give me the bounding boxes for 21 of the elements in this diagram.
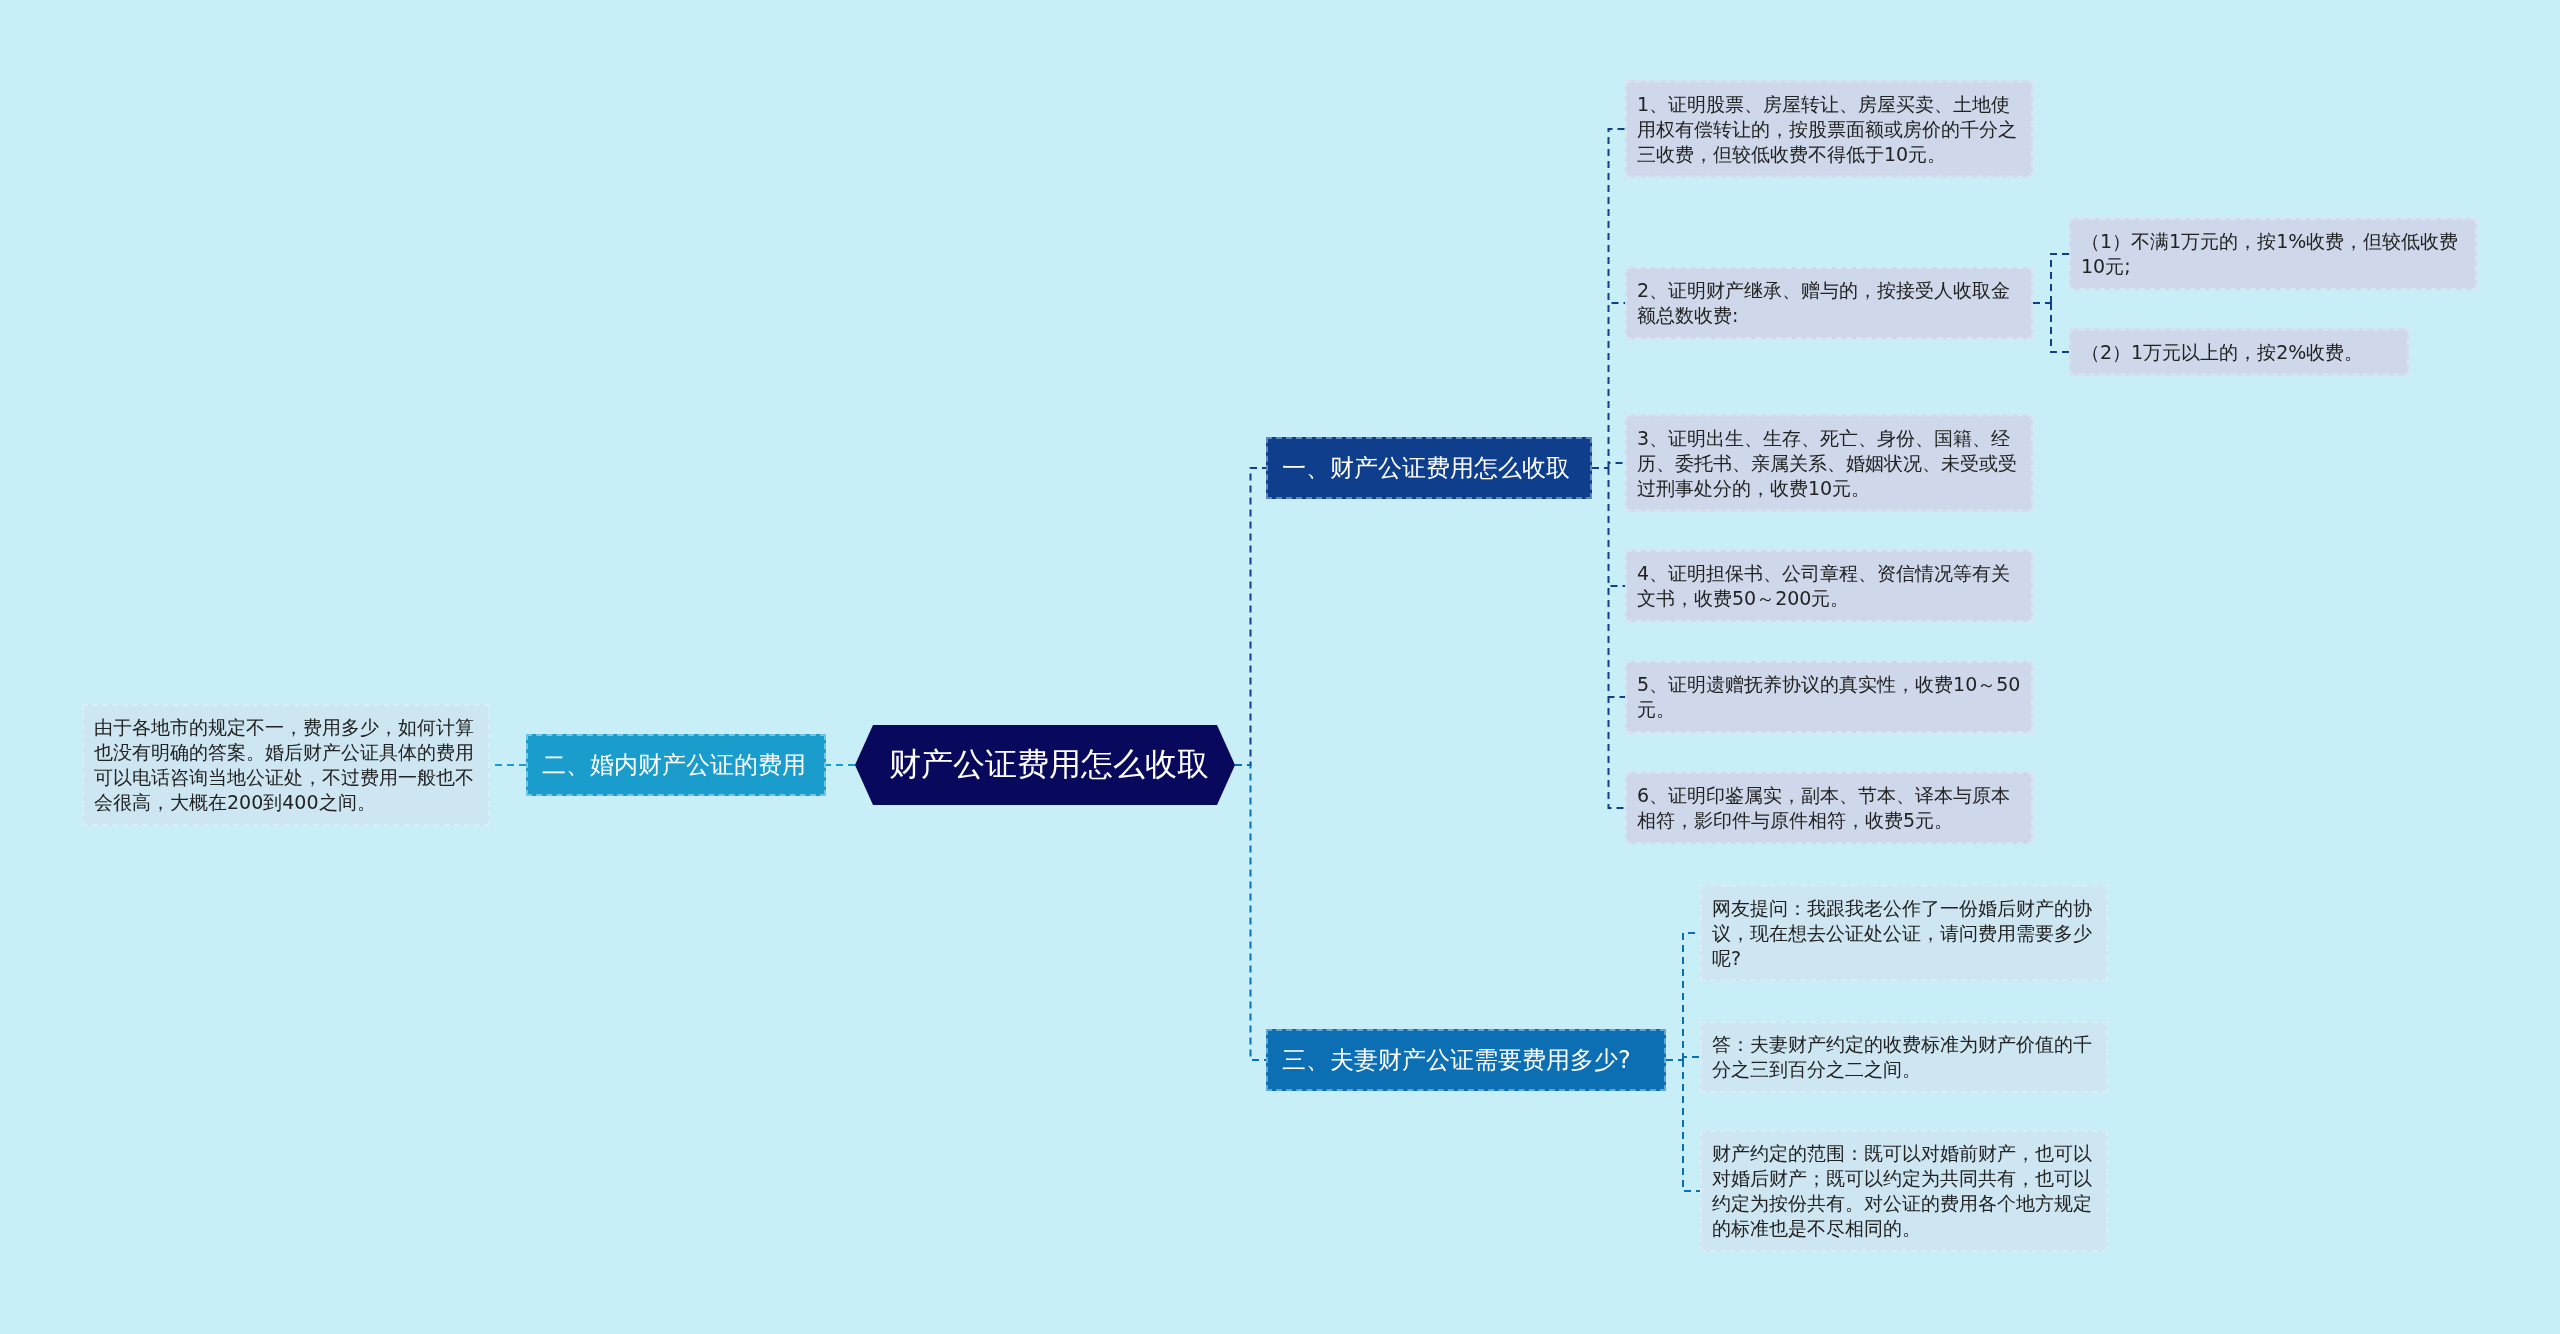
branch-topic: 一、财产公证费用怎么收取 — [1266, 437, 1592, 499]
note-box: 4、证明担保书、公司章程、资信情况等有关文书，收费50～200元。 — [1625, 550, 2033, 622]
connector-line — [2032, 253, 2070, 353]
note-box: （2）1万元以上的，按2%收费。 — [2069, 328, 2409, 376]
note-box: 1、证明股票、房屋转让、房屋买卖、土地使用权有偿转让的，按股票面额或房价的千分之三收费，但较低收费不得低于10元。 — [1625, 80, 2033, 178]
note-box: 由于各地市的规定不一，费用多少，如何计算也没有明确的答案。婚后财产公证具体的费用可以电话咨询当地公证处，不过费用一般也不会很高，大概在200到400之间。 — [82, 704, 490, 826]
branch-topic: 二、婚内财产公证的费用 — [526, 734, 826, 796]
note-box: （1）不满1万元的，按1%收费，但较低收费10元; — [2069, 218, 2477, 290]
note-box: 6、证明印鉴属实，副本、节本、译本与原本相符，影印件与原件相符，收费5元。 — [1625, 772, 2033, 844]
note-box: 网友提问：我跟我老公作了一份婚后财产的协议，现在想去公证处公证，请问费用需要多少呢? — [1700, 884, 2108, 982]
note-box: 3、证明出生、生存、死亡、身份、国籍、经历、委托书、亲属关系、婚姻状况、未受或受过刑事处分的，收费10元。 — [1625, 414, 2033, 512]
connector-line — [1234, 764, 1267, 1061]
note-box: 财产约定的范围：既可以对婚前财产，也可以对婚后财产；既可以约定为共同共有，也可以约定为按份共有。对公证的费用各个地方规定的标准也是不尽相同的。 — [1700, 1130, 2108, 1252]
connector-line — [825, 764, 856, 766]
central-topic: 财产公证费用怎么收取 — [855, 725, 1235, 805]
note-box: 2、证明财产继承、赠与的，按接受人收取金额总数收费: — [1625, 267, 2033, 339]
connector-line — [1665, 932, 1701, 1192]
connector-line — [1591, 128, 1626, 809]
note-box: 5、证明遗赠抚养协议的真实性，收费10～50元。 — [1625, 661, 2033, 733]
note-box: 答：夫妻财产约定的收费标准为财产价值的千分之三到百分之二之间。 — [1700, 1021, 2108, 1093]
branch-topic: 三、夫妻财产公证需要费用多少? — [1266, 1029, 1666, 1091]
